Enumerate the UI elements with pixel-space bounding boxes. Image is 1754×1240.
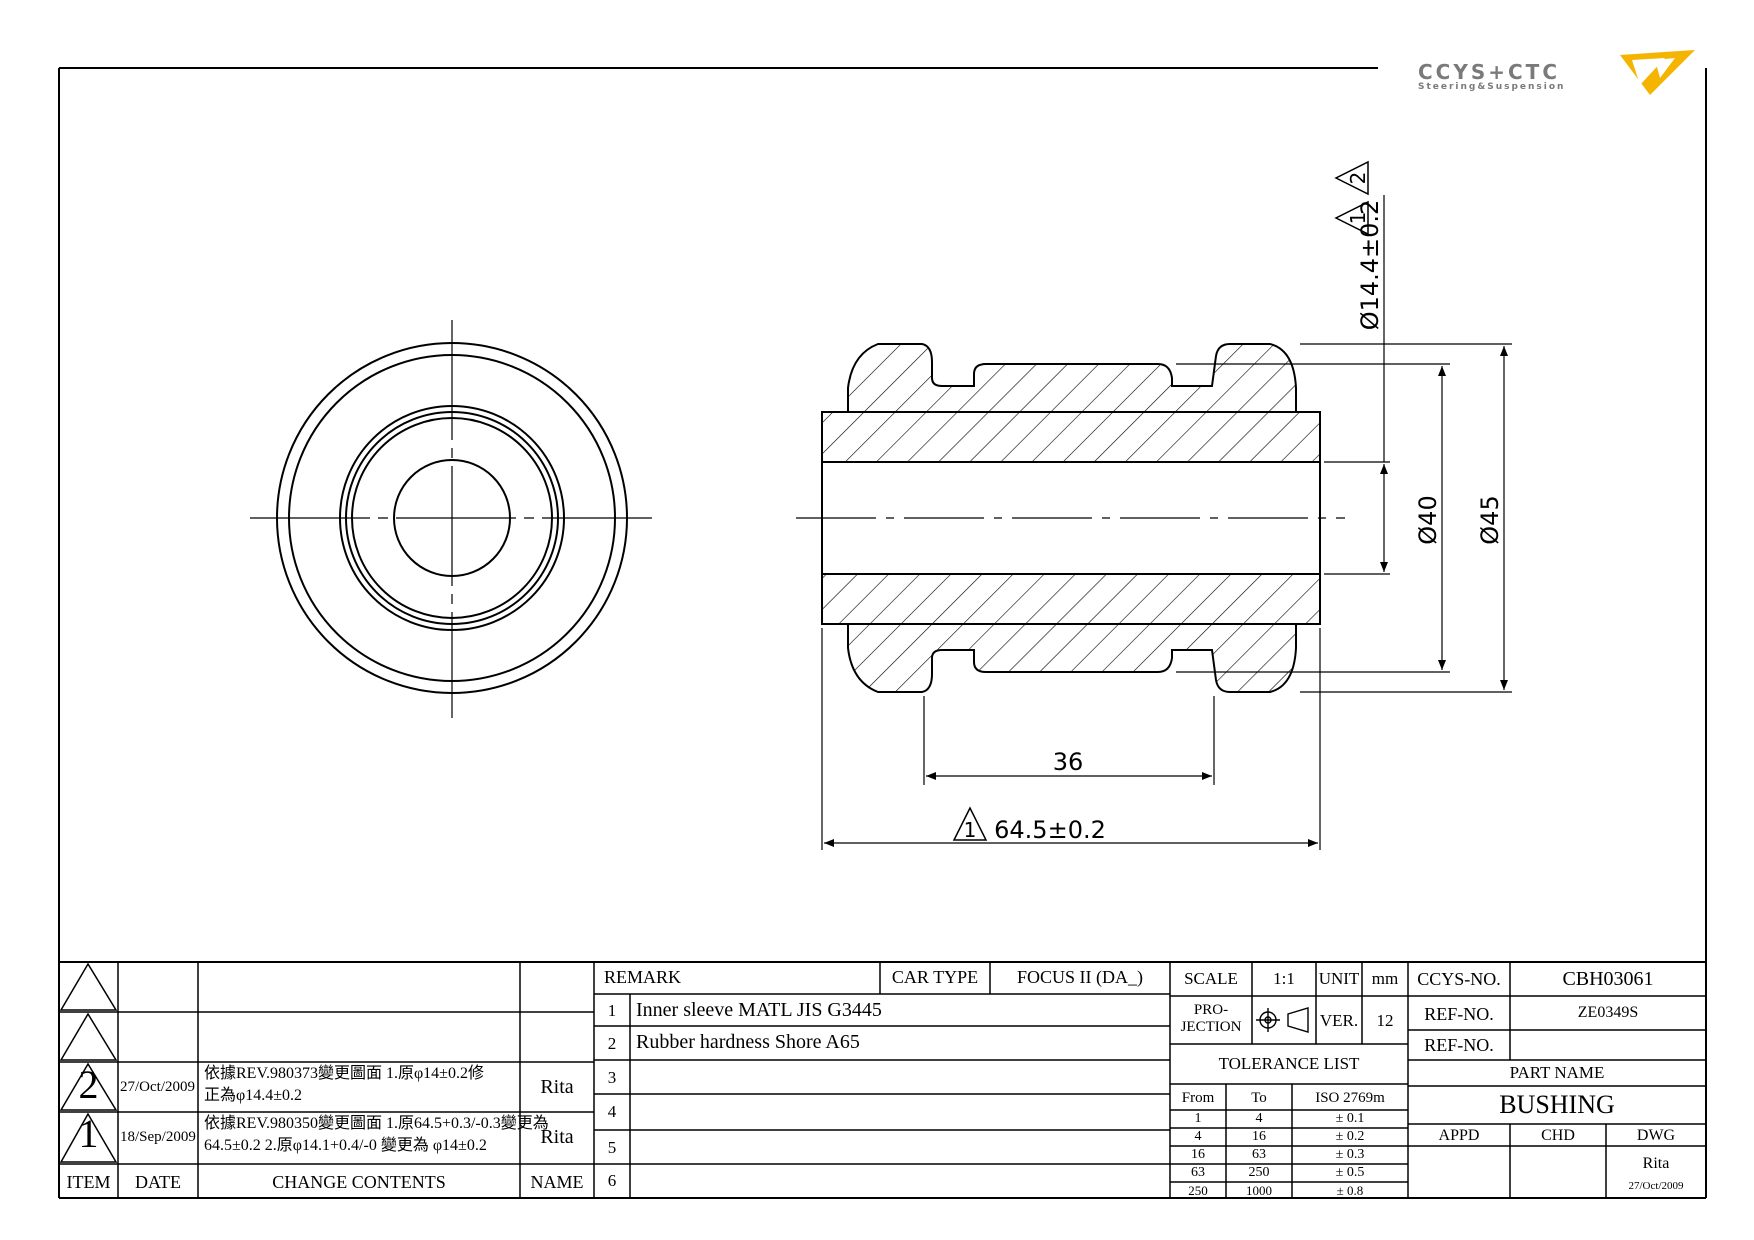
bore-rev-mark-2: 2 bbox=[1346, 172, 1370, 185]
spec-table-grid bbox=[1170, 962, 1409, 1198]
rev-content-2-line1: 依據REV.980373變更圖面 1.原φ14±0.2修 bbox=[204, 1065, 484, 1082]
rev-name-1: Rita bbox=[540, 1126, 574, 1148]
tol-value-5: ± 0.8 bbox=[1336, 1183, 1364, 1198]
dim-body-diameter: Ø40 bbox=[1414, 495, 1442, 544]
unit-label: UNIT bbox=[1318, 969, 1360, 988]
revision-markers: 1 1 2 bbox=[952, 160, 1370, 842]
tol-header-from: From bbox=[1181, 1090, 1215, 1106]
length-rev-mark: 1 bbox=[964, 818, 977, 842]
rev-content-1-line1: 依據REV.980350變更圖面 1.原64.5+0.3/-0.3變更為 bbox=[204, 1115, 549, 1132]
revision-table-grid bbox=[59, 962, 595, 1198]
logo-mark bbox=[1620, 50, 1695, 95]
scale-value: 1:1 bbox=[1273, 969, 1295, 988]
rev-date-2: 27/Oct/2009 bbox=[120, 1079, 195, 1095]
remark-text-2: Rubber hardness Shore A65 bbox=[636, 1031, 860, 1053]
ver-value: 12 bbox=[1376, 1011, 1394, 1030]
ccys-no-label: CCYS-NO. bbox=[1417, 969, 1501, 989]
dwg-label: DWG bbox=[1636, 1127, 1676, 1144]
unit-value: mm bbox=[1371, 969, 1399, 988]
remark-no-5: 5 bbox=[607, 1138, 617, 1157]
remark-no-1: 1 bbox=[607, 1001, 617, 1020]
remark-no-2: 2 bbox=[607, 1034, 617, 1053]
ver-label: VER. bbox=[1319, 1011, 1359, 1030]
remark-text-1: Inner sleeve MATL JIS G3445 bbox=[636, 999, 882, 1021]
ref-no-label-2: REF-NO. bbox=[1424, 1035, 1494, 1055]
tol-header-to: To bbox=[1251, 1090, 1267, 1106]
dwg-name: Rita bbox=[1642, 1155, 1670, 1172]
tol-to-2: 16 bbox=[1252, 1129, 1266, 1144]
projection-label-2: JECTION bbox=[1180, 1019, 1242, 1035]
ref-no-value: ZE0349S bbox=[1577, 1004, 1639, 1021]
header-item: ITEM bbox=[66, 1172, 111, 1192]
tol-from-2: 4 bbox=[1194, 1129, 1202, 1144]
dim-length: 64.5±0.2 bbox=[994, 816, 1106, 844]
tol-value-3: ± 0.3 bbox=[1335, 1147, 1365, 1162]
logo-brand: CCYS+CTC bbox=[1418, 60, 1560, 84]
remark-no-4: 4 bbox=[607, 1102, 617, 1121]
part-name-value: BUSHING bbox=[1499, 1090, 1615, 1119]
remark-no-6: 6 bbox=[607, 1171, 617, 1190]
tol-from-4: 63 bbox=[1191, 1165, 1205, 1180]
tol-from-5: 250 bbox=[1188, 1183, 1208, 1198]
header-name: NAME bbox=[530, 1172, 584, 1192]
ccys-no-value: CBH03061 bbox=[1562, 968, 1654, 990]
dimension-texts: Ø45 Ø40 Ø14.4±0.2 36 64.5±0.2 bbox=[994, 200, 1504, 844]
rev-content-1-line2: 64.5±0.2 2.原φ14.1+0.4/-0 變更為 φ14±0.2 bbox=[204, 1137, 487, 1154]
dwg-date: 27/Oct/2009 bbox=[1628, 1180, 1684, 1192]
part-name-label: PART NAME bbox=[1509, 1063, 1605, 1082]
logo-tagline: Steering&Suspension bbox=[1418, 82, 1566, 92]
tol-value-1: ± 0.1 bbox=[1335, 1111, 1365, 1126]
ref-no-label: REF-NO. bbox=[1424, 1004, 1494, 1024]
appd-label: APPD bbox=[1438, 1127, 1480, 1144]
drawing-border bbox=[58, 67, 1707, 1199]
tol-from-1: 1 bbox=[1194, 1111, 1202, 1126]
dim-outer-flange: Ø45 bbox=[1476, 495, 1504, 544]
front-view-centerlines bbox=[250, 320, 652, 718]
projection-symbol bbox=[1256, 1007, 1309, 1033]
rev-content-2-line2: 正為φ14.4±0.2 bbox=[204, 1087, 303, 1104]
remark-table-grid bbox=[594, 962, 1171, 1198]
tol-value-2: ± 0.2 bbox=[1335, 1129, 1365, 1144]
tol-header-std: ISO 2769m bbox=[1315, 1090, 1385, 1106]
scale-label: SCALE bbox=[1184, 969, 1238, 988]
tol-to-1: 4 bbox=[1255, 1111, 1263, 1126]
dimension-lines bbox=[821, 195, 1512, 850]
bore-rev-mark-1: 1 bbox=[1346, 212, 1370, 225]
remark-header: REMARK bbox=[604, 967, 682, 987]
projection-label-1: PRO- bbox=[1193, 1002, 1229, 1018]
title-block-grid bbox=[1408, 962, 1706, 1198]
rev-date-1: 18/Sep/2009 bbox=[120, 1129, 196, 1145]
dim-inner-bore: Ø14.4±0.2 bbox=[1356, 200, 1384, 331]
car-type-label: CAR TYPE bbox=[891, 967, 979, 987]
tol-to-4: 250 bbox=[1248, 1165, 1270, 1180]
tol-to-3: 63 bbox=[1252, 1147, 1266, 1162]
section-view bbox=[796, 343, 1345, 693]
header-date: DATE bbox=[135, 1172, 181, 1192]
rev-name-2: Rita bbox=[540, 1076, 574, 1098]
tol-to-5: 1000 bbox=[1246, 1183, 1272, 1198]
rev-item-1: 1 bbox=[78, 1111, 99, 1156]
car-type-value: FOCUS II (DA_) bbox=[1017, 967, 1143, 987]
remark-no-3: 3 bbox=[607, 1068, 617, 1087]
rev-item-2: 2 bbox=[78, 1062, 99, 1107]
chd-label: CHD bbox=[1541, 1127, 1575, 1144]
tolerance-title: TOLERANCE LIST bbox=[1218, 1054, 1360, 1073]
tol-from-3: 16 bbox=[1191, 1147, 1205, 1162]
tol-value-4: ± 0.5 bbox=[1335, 1165, 1365, 1180]
dim-groove-span: 36 bbox=[1053, 748, 1084, 776]
header-change-contents: CHANGE CONTENTS bbox=[272, 1172, 446, 1192]
